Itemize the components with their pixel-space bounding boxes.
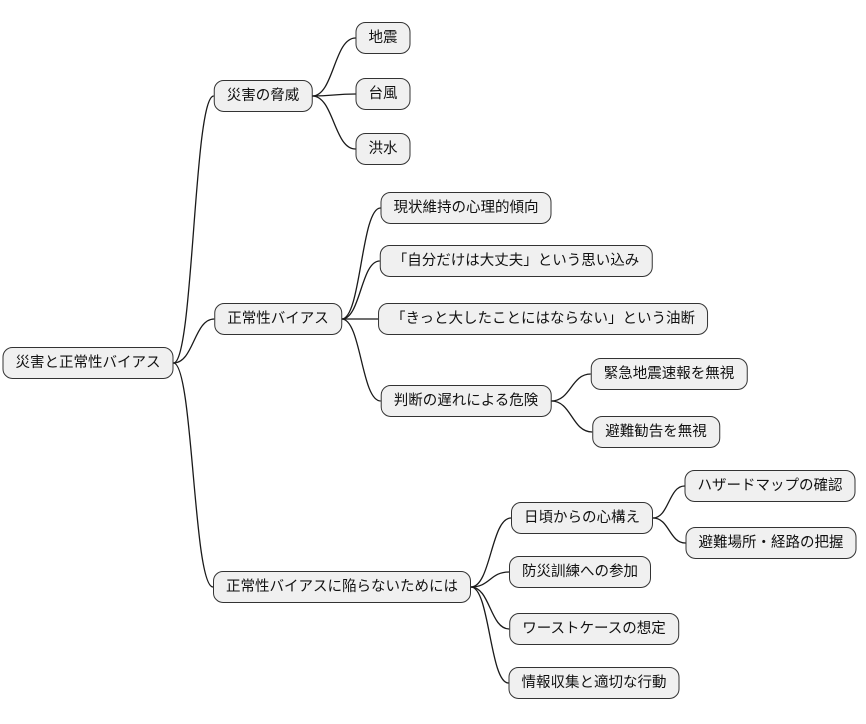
mindmap-node-normalcy-bias: 正常性バイアス [214,302,342,336]
mindmap-link-prevention-info_action [470,586,509,684]
mindmap-node-judgment-delay: 判断の遅れによる危険 [380,384,552,418]
mindmap-link-prevention-mindset [470,517,512,588]
mindmap-link-mindset-evac_route [652,517,686,544]
mindmap-node-ignore-evacuation: 避難勧告を無視 [592,415,720,449]
mindmap-node-earthquake: 地震 [355,21,411,55]
mindmap-node-worst-case: ワーストケースの想定 [509,612,679,646]
mindmap-node-info-gathering: 情報収集と適切な行動 [508,666,680,700]
mindmap-link-delay-eew_ignore [551,373,591,402]
mindmap-link-prevention-drill [470,571,510,588]
mindmap-link-mindset-hazard_map [652,485,685,519]
mindmap-link-root-prevention [173,362,214,588]
mindmap-link-bias-delay [341,318,381,402]
mindmap-node-no-big-deal: 「きっと大したことにはならない」という油断 [378,302,708,336]
mindmap-node-disaster-drill: 防災訓練への参加 [509,555,651,589]
mindmap-node-root: 災害と正常性バイアス [2,346,174,380]
mindmap-link-delay-evac_ignore [551,400,593,433]
mindmap-node-daily-mindset: 日頃からの心構え [511,501,653,535]
mindmap-node-status-quo-tendency: 現状維持の心理的傾向 [380,191,552,225]
mindmap-node-typhoon: 台風 [355,77,411,111]
mindmap-link-root-threat [173,95,215,364]
mindmap-node-avoid-bias: 正常性バイアスに陥らないためには [213,570,471,604]
mindmap-link-prevention-worst_case [470,586,510,630]
mindmap-node-self-ok-assumption: 「自分だけは大丈夫」という思い込み [379,244,653,278]
mindmap-node-disaster-threat: 災害の脅威 [213,79,313,113]
mindmap-node-flood: 洪水 [355,132,411,166]
mindmap-link-root-bias [173,318,215,364]
mindmap-link-threat-flood [312,95,356,150]
mindmap-node-hazard-map: ハザードマップの確認 [684,469,856,503]
mindmap-link-bias-self_ok [341,260,380,320]
mindmap-link-bias-status_quo [341,207,381,320]
mindmap-link-threat-earthquake [312,37,356,97]
mindmap-node-ignore-eew: 緊急地震速報を無視 [590,357,748,391]
mindmap-link-threat-typhoon [312,93,356,97]
mindmap-node-evacuation-route: 避難場所・経路の把握 [685,526,857,560]
